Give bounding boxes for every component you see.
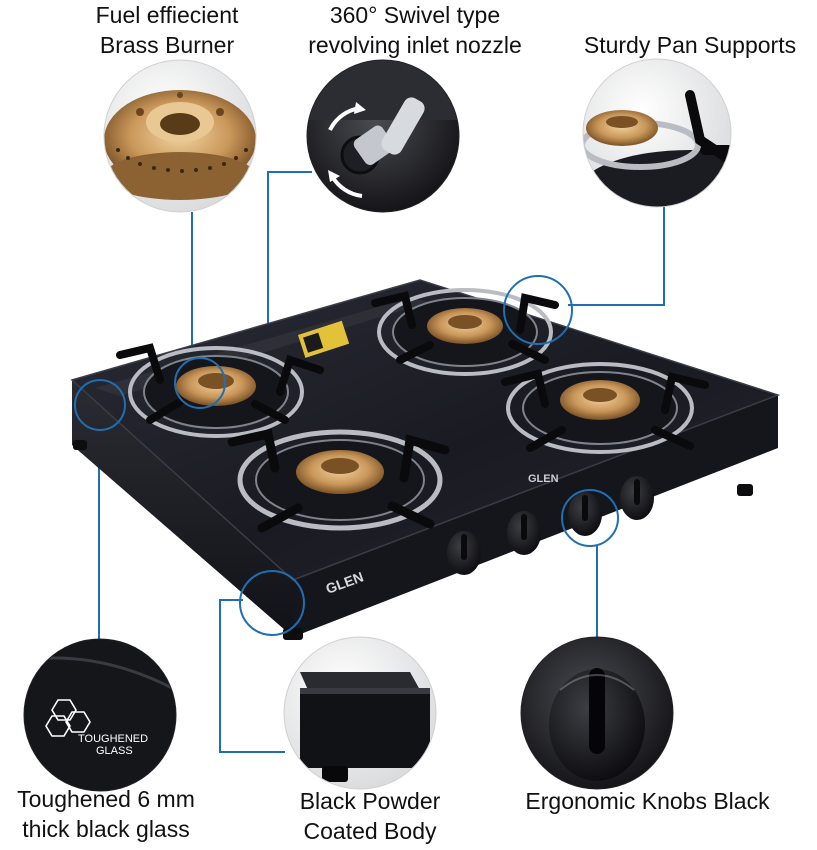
glass-top [70, 279, 781, 581]
callout-line-body [219, 599, 285, 753]
stove-front-panel [72, 380, 293, 637]
knob-1 [447, 531, 481, 575]
zoom-pan-supports [582, 58, 732, 208]
highlight-circles [74, 275, 619, 636]
zoom-knob [520, 636, 674, 790]
zoom-toughened-glass: TOUGHENED GLASS [23, 638, 177, 792]
warning-sticker [298, 320, 350, 358]
brand-top: GLEN [528, 473, 559, 485]
callout-line-swivel [267, 171, 312, 335]
zoom-brass-burner [103, 59, 257, 213]
label-powder-body: Black Powder Coated Body [299, 788, 441, 844]
knob-3 [568, 492, 602, 536]
toughened-glass-logo [45, 699, 91, 737]
knobs [447, 476, 654, 575]
stove-right-panel [293, 395, 778, 637]
zoom-swivel-nozzle [306, 59, 460, 213]
glass-badge-line2: GLASS [96, 745, 133, 757]
burner-top-right [371, 288, 559, 376]
glass-badge-line1: TOUGHENED [78, 733, 148, 745]
foot [283, 628, 303, 640]
gas-stove: GLEN GLEN [70, 279, 781, 640]
label-swivel-nozzle: 360° Swivel type revolving inlet nozzle [308, 2, 522, 58]
knob-2 [507, 511, 541, 555]
label-brass-burner: Fuel effiecient Brass Burner [95, 2, 239, 58]
foot [73, 440, 87, 450]
burner-bottom-right [501, 362, 709, 454]
knob-4 [620, 476, 654, 520]
label-knobs: Ergonomic Knobs Black [525, 788, 770, 814]
burner-top-left [116, 343, 324, 438]
foot [737, 484, 753, 496]
burner-bottom-left [227, 428, 450, 533]
zoom-powder-body [283, 636, 437, 790]
callout-line-pan [568, 207, 665, 306]
label-pan-supports: Sturdy Pan Supports [583, 32, 797, 58]
